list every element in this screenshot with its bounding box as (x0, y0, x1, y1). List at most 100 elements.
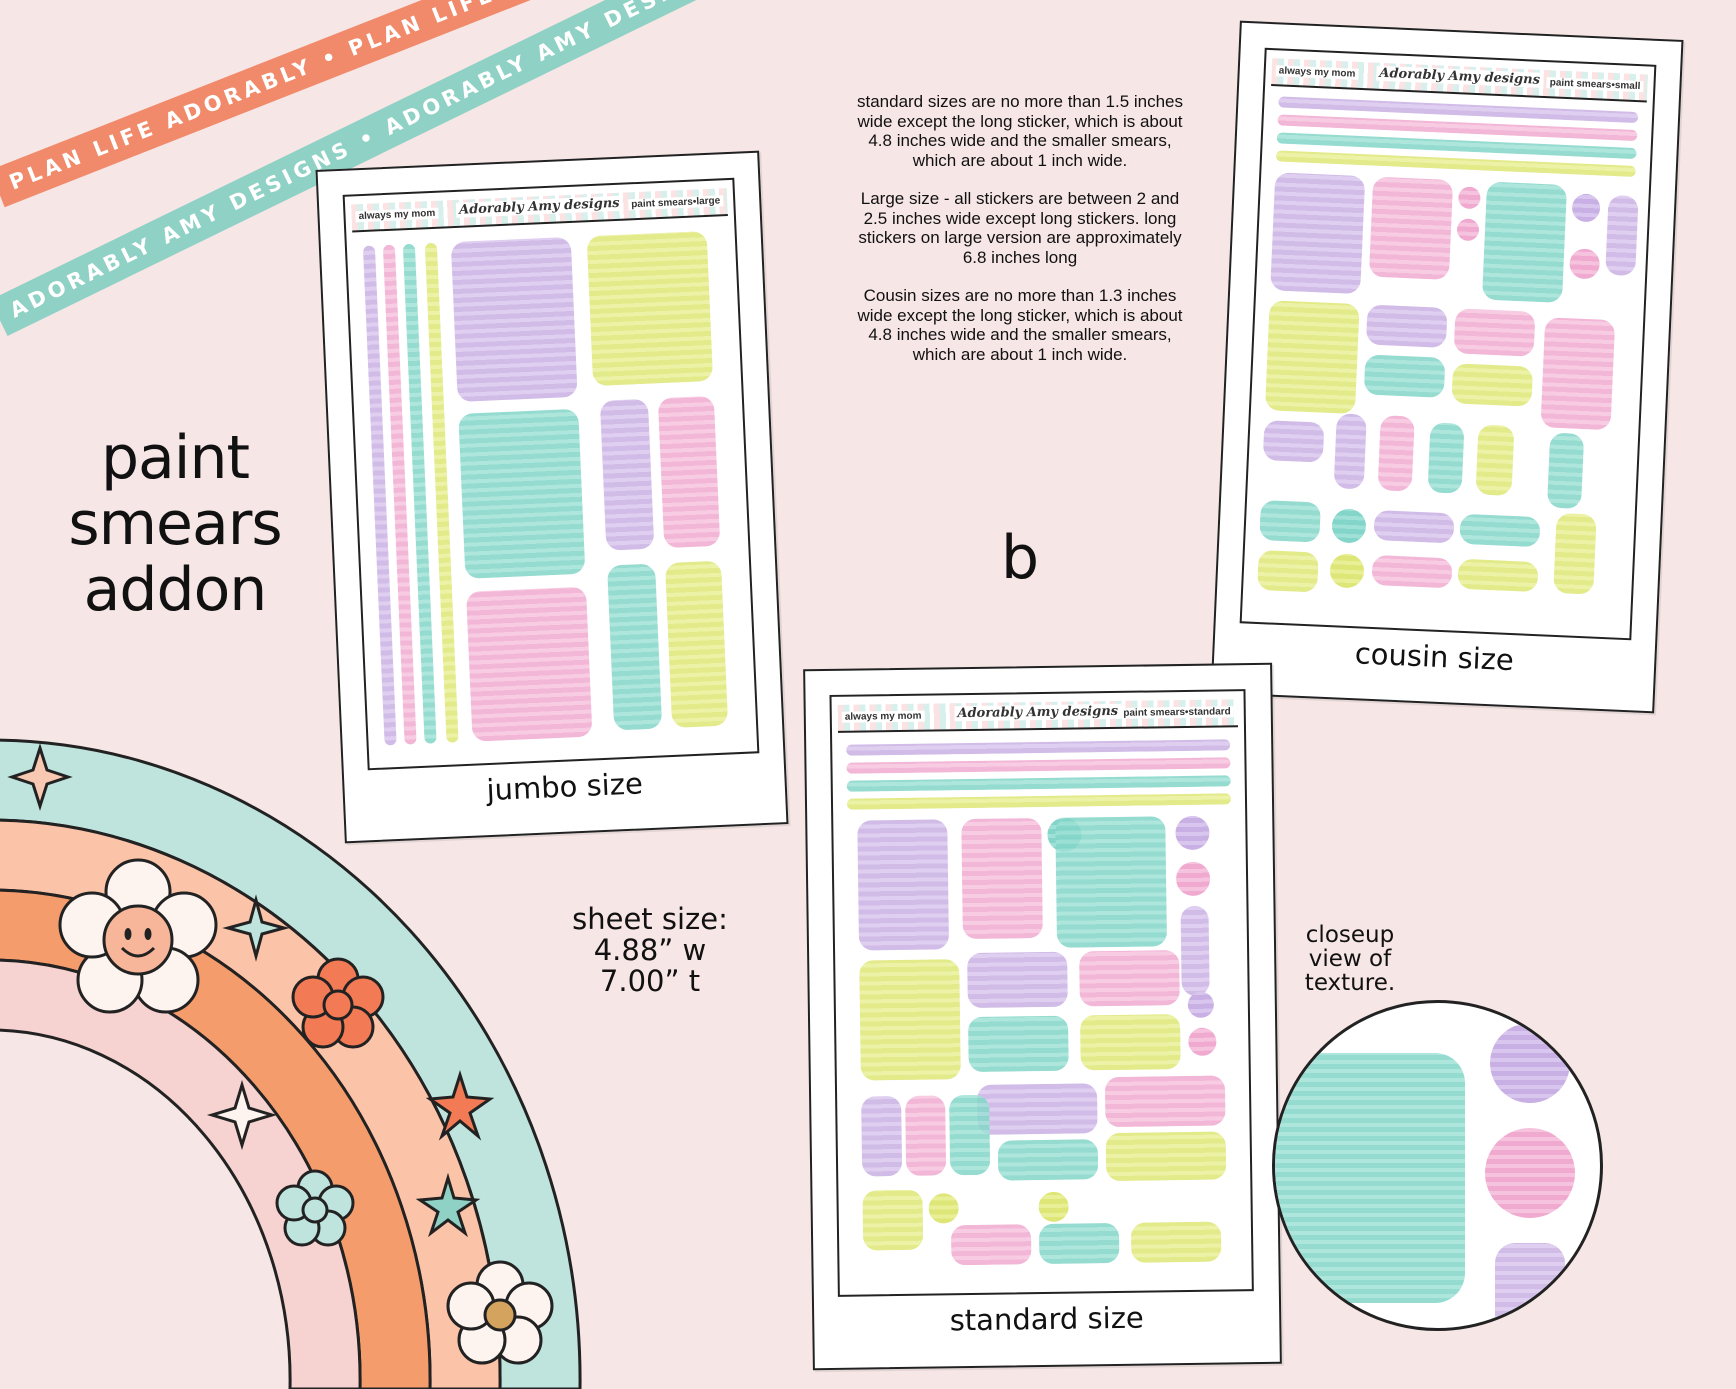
paint-smear (1553, 512, 1597, 595)
standard-size-label: standard size (949, 1300, 1144, 1338)
title-line-3: addon (83, 555, 268, 625)
paint-smear (846, 739, 1231, 756)
paint-dot (1175, 861, 1211, 897)
paint-smear (657, 395, 721, 549)
sheet-header-right: paint smears•standard (1120, 706, 1234, 719)
paint-dot (1568, 248, 1601, 280)
paint-smear (976, 1083, 1098, 1135)
paint-smear (857, 819, 950, 951)
paint-smear (861, 1095, 903, 1177)
star-icon (425, 1070, 495, 1141)
size-info-text: standard sizes are no more than 1.5 inch… (850, 92, 1190, 383)
paint-smear (950, 1224, 1032, 1266)
paint-smear (1130, 1221, 1222, 1263)
paint-dot (1175, 815, 1210, 851)
paint-dot (1485, 1128, 1575, 1218)
paint-smear (1495, 1243, 1565, 1328)
paint-smear (961, 817, 1043, 940)
page-title: paint smears addon (60, 425, 290, 623)
title-line-1: paint (100, 423, 250, 493)
standard-size-card: always my mom Adorably Amy designs paint… (803, 662, 1282, 1371)
paint-dot (1331, 508, 1367, 544)
paint-smear (1105, 1131, 1227, 1182)
paint-smear (846, 757, 1231, 774)
paint-smear (862, 1189, 924, 1251)
paint-smear (1453, 308, 1536, 357)
flower-icon (275, 1169, 355, 1247)
brand-logo: Adorably Amy designs (1376, 65, 1544, 88)
paint-dot (1329, 553, 1365, 589)
smiley-flower-icon (58, 858, 218, 1014)
paint-smear (1333, 413, 1367, 490)
sheet-size-line-3: 7.00” t (599, 964, 701, 998)
paint-smear (1368, 176, 1454, 280)
paint-smear (1038, 1222, 1120, 1265)
paint-dot (1571, 193, 1601, 223)
paint-smear (1275, 1053, 1465, 1303)
paint-smear (1459, 513, 1541, 548)
paint-smear (1104, 1075, 1226, 1128)
paint-smear (1605, 194, 1639, 277)
sparkle-icon (222, 894, 290, 962)
sheet-size-line-2: 4.88” w (593, 933, 707, 967)
paint-smear (905, 1095, 947, 1176)
texture-closeup-circle (1272, 1000, 1603, 1331)
paint-smear (1180, 905, 1210, 997)
paint-smear (949, 1094, 991, 1176)
paint-smear (1546, 432, 1585, 509)
jumbo-sticker-sheet: always my mom Adorably Amy designs paint… (342, 177, 760, 771)
standard-sticker-sheet: always my mom Adorably Amy designs paint… (829, 689, 1254, 1297)
paint-smear (1262, 420, 1325, 463)
paint-smear (1365, 304, 1448, 348)
rainbow-illustration (0, 738, 582, 1389)
sheet-size-text: sheet size: 4.88” w 7.00” t (540, 904, 760, 997)
star-icon (415, 1172, 481, 1238)
sheet-header-right: paint smears•small (1546, 77, 1644, 93)
info-large: Large size - all stickers are between 2 … (858, 189, 1182, 267)
brand-logo: Adorably Amy designs (455, 195, 623, 218)
cousin-size-card: always my mom Adorably Amy designs paint… (1210, 20, 1684, 714)
paint-smear (1457, 558, 1539, 593)
paint-smear (1055, 816, 1168, 948)
paint-smear (664, 560, 729, 728)
sheet-size-line-1: sheet size: (572, 902, 728, 936)
sheet-header: always my mom Adorably Amy designs paint… (837, 699, 1238, 733)
paint-smear (1264, 300, 1360, 415)
paint-smear (1540, 317, 1616, 431)
paint-dot (1038, 1191, 1069, 1223)
paint-smear (1371, 554, 1453, 589)
paint-smear (968, 1015, 1069, 1073)
jumbo-size-card: always my mom Adorably Amy designs paint… (315, 150, 789, 844)
flower-icon (291, 957, 385, 1049)
paint-smear (1257, 549, 1319, 593)
paint-dot (1456, 218, 1480, 242)
brand-logo: Adorably Amy designs (954, 703, 1122, 722)
paint-smear (1481, 181, 1568, 303)
paint-smear (458, 408, 586, 579)
paint-smear (1363, 354, 1446, 398)
sheet-header-left: always my mom (355, 207, 439, 223)
paint-dot (1188, 1027, 1217, 1056)
paint-smear (1377, 415, 1415, 492)
paint-smear (967, 951, 1068, 1009)
paint-dot (1490, 1023, 1570, 1103)
paint-smear (1373, 509, 1455, 544)
closeup-label-line-2: view of (1308, 946, 1392, 972)
paint-smear (1475, 424, 1515, 496)
paint-smear (450, 236, 578, 403)
sheet-header-right: paint smears•large (627, 195, 724, 211)
sparkle-icon (206, 1079, 278, 1151)
sparkle-icon (7, 743, 73, 811)
closeup-label-line-3: texture. (1304, 970, 1396, 996)
title-line-2: smears (68, 489, 282, 559)
paint-smear (846, 793, 1232, 810)
paint-smear (1270, 172, 1366, 295)
info-cousin: Cousin sizes are no more than 1.3 inches… (857, 286, 1183, 364)
paint-smear (1427, 422, 1465, 494)
closeup-label-line-1: closeup (1305, 922, 1395, 948)
paint-dot (1187, 991, 1215, 1018)
paint-smear (1451, 363, 1534, 407)
paint-smear (586, 231, 714, 387)
paint-dot (1457, 186, 1481, 210)
sheet-header-left: always my mom (841, 710, 925, 723)
